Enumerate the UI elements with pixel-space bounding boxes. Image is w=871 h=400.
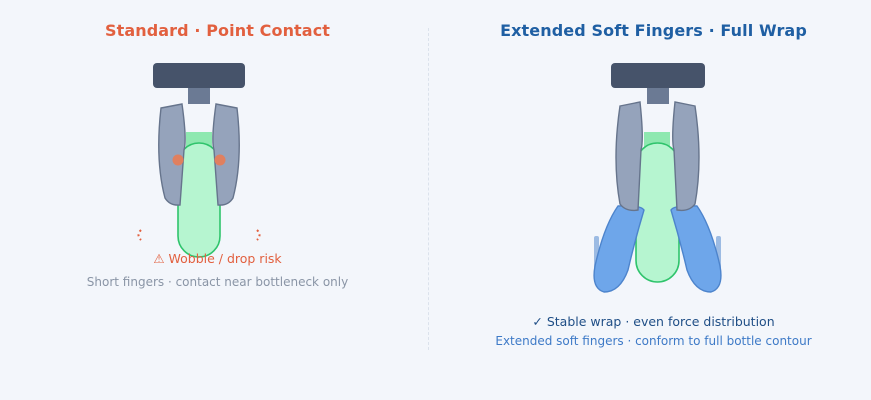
extended-gripper-diagram <box>593 63 722 293</box>
gripper-palm <box>153 63 245 88</box>
extended-panel-title: Extended Soft Fingers · Full Wrap <box>500 21 807 40</box>
standard-gripper-panel: Standard · Point Contact ⚠ Wobble / drop… <box>0 0 435 400</box>
standard-gripper-diagram <box>137 63 261 258</box>
bottle <box>177 142 221 258</box>
panel-divider <box>428 28 429 350</box>
extended-note-text: Extended soft fingers · conform to full … <box>495 334 812 348</box>
left-contact-point <box>172 154 184 166</box>
right-wobble-mark <box>256 229 261 241</box>
right-contact-point <box>214 154 226 166</box>
gripper-wrist <box>647 88 669 104</box>
left-finger <box>615 101 643 212</box>
gripper-palm <box>611 63 705 88</box>
standard-panel-title: Standard · Point Contact <box>104 21 331 40</box>
left-soft-finger <box>593 205 645 293</box>
extended-gripper-panel: Extended Soft Fingers · Full Wrap ✓ Stab… <box>436 0 871 400</box>
right-finger <box>212 103 240 206</box>
right-finger <box>672 101 700 212</box>
extended-status-text: ✓ Stable wrap · even force distribution <box>532 314 775 329</box>
left-finger <box>158 103 186 206</box>
standard-note-text: Short fingers · contact near bottleneck … <box>86 275 349 289</box>
standard-status-text: ⚠ Wobble / drop risk <box>153 251 282 266</box>
gripper-wrist <box>188 88 210 104</box>
right-soft-finger <box>670 205 722 293</box>
left-wobble-mark <box>137 229 142 241</box>
